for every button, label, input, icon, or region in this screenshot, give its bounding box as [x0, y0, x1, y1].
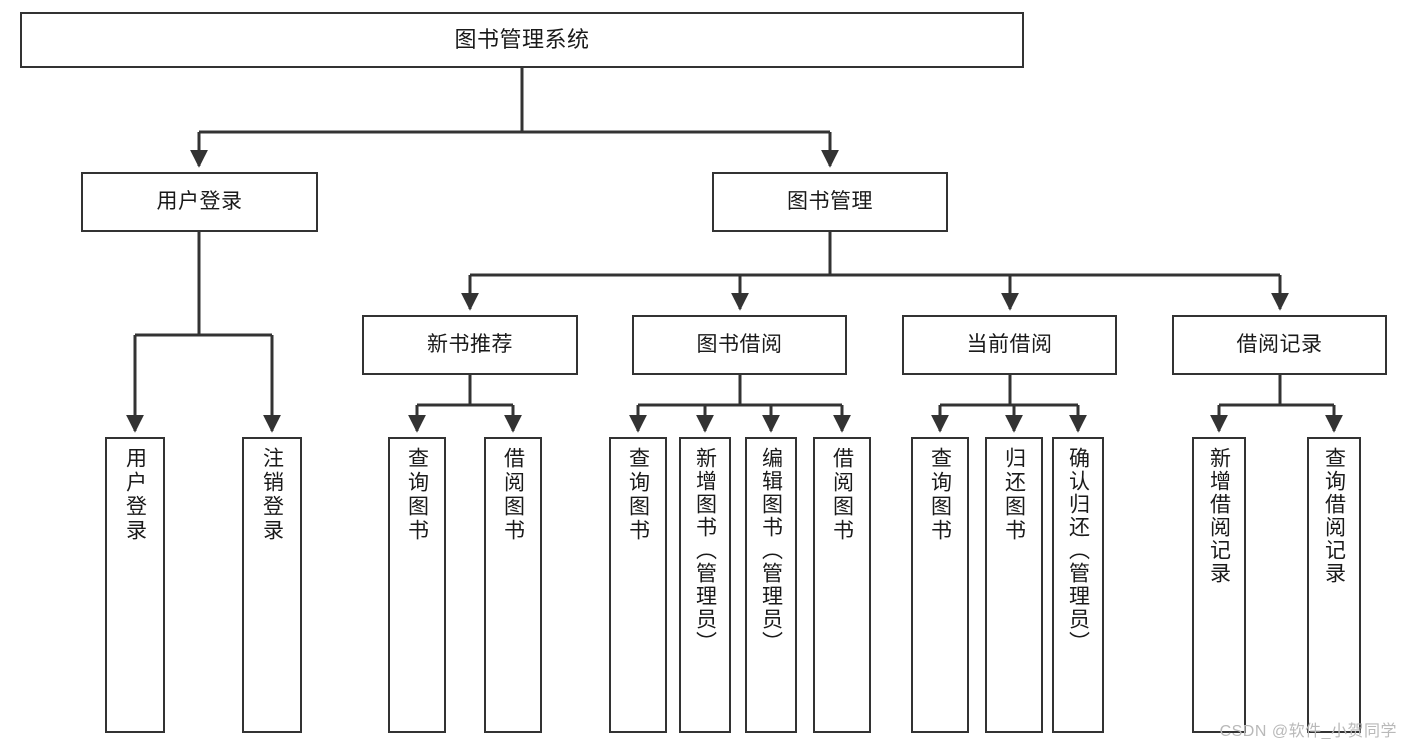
- node-book-borrow-label: 图书借阅: [696, 333, 783, 357]
- node-leaf-add-book-label: 新增图书（管理员）: [693, 447, 717, 654]
- node-leaf-return-book[interactable]: 归还图书: [985, 437, 1043, 733]
- node-leaf-edit-book-label: 编辑图书（管理员）: [759, 447, 783, 654]
- node-leaf-confirm-return-label: 确认归还（管理员）: [1066, 447, 1090, 654]
- node-leaf-edit-book[interactable]: 编辑图书（管理员）: [745, 437, 797, 733]
- node-new-book-recommend-label: 新书推荐: [427, 333, 513, 357]
- node-leaf-return-book-label: 归还图书: [1002, 447, 1026, 543]
- node-leaf-borrow-book-2[interactable]: 借阅图书: [813, 437, 871, 733]
- node-leaf-add-record[interactable]: 新增借阅记录: [1192, 437, 1246, 733]
- node-borrow-record[interactable]: 借阅记录: [1172, 315, 1387, 375]
- node-leaf-add-record-label: 新增借阅记录: [1207, 447, 1231, 585]
- node-leaf-confirm-return[interactable]: 确认归还（管理员）: [1052, 437, 1104, 733]
- node-leaf-borrow-book-1-label: 借阅图书: [501, 447, 525, 543]
- node-leaf-borrow-book-1[interactable]: 借阅图书: [484, 437, 542, 733]
- node-user-login[interactable]: 用户登录: [81, 172, 318, 232]
- node-book-manage[interactable]: 图书管理: [712, 172, 948, 232]
- node-leaf-query-record[interactable]: 查询借阅记录: [1307, 437, 1361, 733]
- node-leaf-query-book-1[interactable]: 查询图书: [388, 437, 446, 733]
- node-new-book-recommend[interactable]: 新书推荐: [362, 315, 578, 375]
- node-current-borrow-label: 当前借阅: [966, 333, 1053, 357]
- node-leaf-borrow-book-2-label: 借阅图书: [830, 447, 854, 543]
- node-leaf-user-login[interactable]: 用户登录: [105, 437, 165, 733]
- node-current-borrow[interactable]: 当前借阅: [902, 315, 1117, 375]
- node-root[interactable]: 图书管理系统: [20, 12, 1024, 68]
- node-leaf-user-login-label: 用户登录: [123, 447, 147, 543]
- csdn-watermark: CSDN @软件_小贺同学: [1219, 723, 1397, 740]
- node-borrow-record-label: 借阅记录: [1236, 333, 1323, 357]
- node-leaf-query-book-3-label: 查询图书: [928, 447, 952, 543]
- node-leaf-query-record-label: 查询借阅记录: [1322, 447, 1346, 585]
- node-leaf-user-logout[interactable]: 注销登录: [242, 437, 302, 733]
- node-leaf-query-book-3[interactable]: 查询图书: [911, 437, 969, 733]
- node-book-manage-label: 图书管理: [787, 190, 873, 214]
- node-root-label: 图书管理系统: [454, 26, 590, 52]
- node-leaf-query-book-2-label: 查询图书: [626, 447, 650, 543]
- node-book-borrow[interactable]: 图书借阅: [632, 315, 847, 375]
- node-leaf-query-book-1-label: 查询图书: [405, 447, 429, 543]
- node-leaf-add-book[interactable]: 新增图书（管理员）: [679, 437, 731, 733]
- node-user-login-label: 用户登录: [156, 190, 243, 214]
- node-leaf-query-book-2[interactable]: 查询图书: [609, 437, 667, 733]
- node-leaf-user-logout-label: 注销登录: [260, 447, 284, 543]
